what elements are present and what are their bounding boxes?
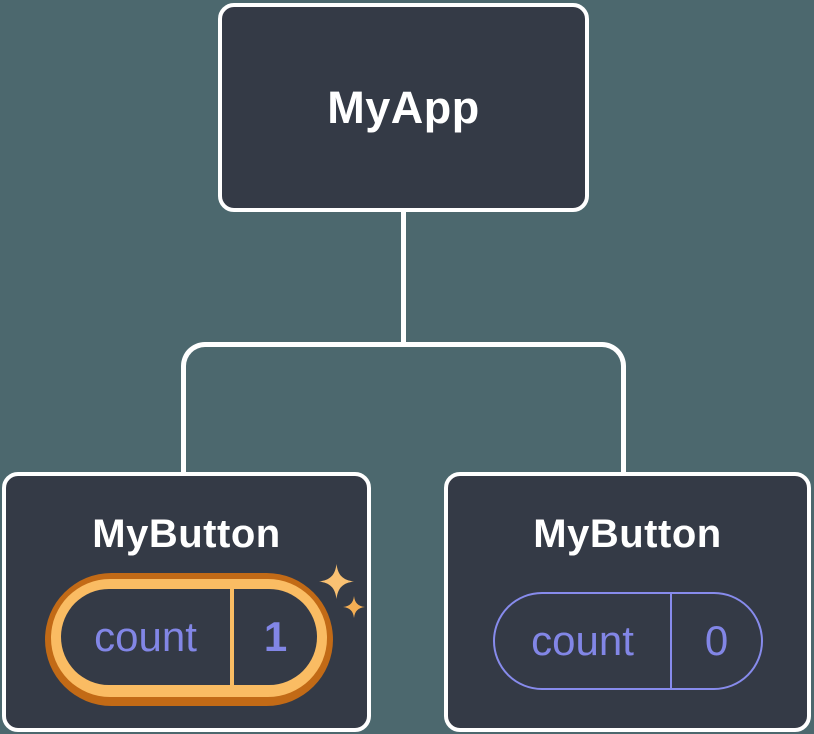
node-mybutton-label: MyButton <box>533 512 722 556</box>
pill-divider <box>230 589 234 685</box>
state-key-label: count <box>531 617 634 664</box>
state-pill-highlight-ring: count 1 <box>51 579 327 697</box>
node-myapp: MyApp <box>218 3 589 212</box>
state-pill-body: count 1 <box>61 589 317 685</box>
state-value: 1 <box>263 613 288 660</box>
state-key-label: count <box>94 613 197 660</box>
state-value: 0 <box>704 617 729 664</box>
node-mybutton-highlighted: MyButton count 1 <box>2 472 371 732</box>
connector-stem <box>401 212 406 346</box>
state-pill-plain: count 0 <box>493 592 763 690</box>
node-mybutton-label: MyButton <box>92 512 281 556</box>
connector-bracket <box>181 342 626 474</box>
node-mybutton-plain: MyButton count 0 <box>444 472 811 732</box>
sparkle-icon-large <box>319 564 354 599</box>
state-pill-highlighted: count 1 <box>45 573 333 706</box>
sparkle-icon-small <box>343 596 365 618</box>
pill-divider <box>670 594 672 688</box>
node-myapp-label: MyApp <box>327 81 480 133</box>
